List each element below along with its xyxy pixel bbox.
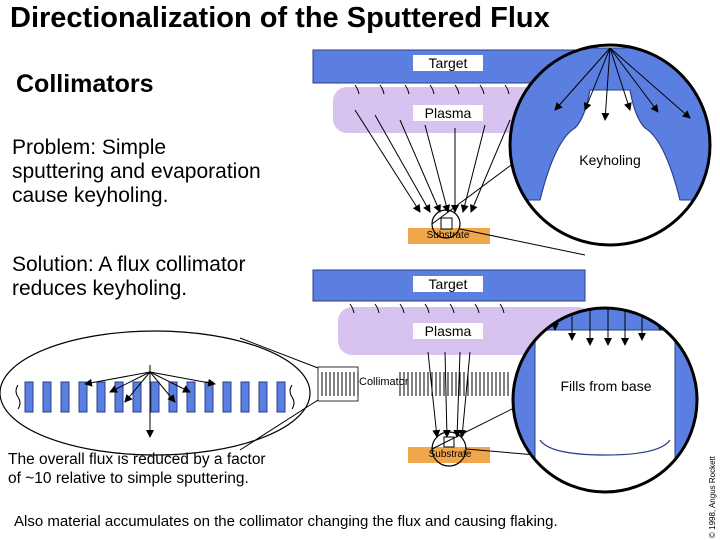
bottom-flux-arcs [349, 303, 505, 314]
solution-text: Solution: A flux collimator reduces keyh… [12, 253, 245, 301]
top-magnified-view [510, 45, 710, 245]
bottom-note: Also material accumulates on the collima… [14, 513, 558, 530]
section-subtitle: Collimators [16, 70, 154, 98]
bottom-plasma-label: Plasma [413, 323, 483, 339]
copyright-notice: © 1998, Angus Rockett [708, 456, 717, 538]
bottom-substrate-feature [443, 436, 455, 448]
bottom-magnified-circle [511, 306, 699, 494]
bottom-substrate [408, 447, 490, 463]
problem-text: Problem: Simple sputtering and evaporati… [12, 136, 261, 208]
keyholing-label: Keyholing [572, 152, 648, 168]
problem-line: cause keyholing. [12, 184, 169, 207]
top-magnified-circle [508, 43, 712, 247]
collimator-hatch [321, 372, 509, 396]
fills-from-base-label: Fills from base [550, 378, 662, 394]
problem-line: sputtering and evaporation [12, 160, 261, 183]
bottom-flux-arrows [427, 351, 471, 438]
top-target-label: Target [413, 55, 483, 71]
problem-line: Problem: Simple [12, 136, 167, 159]
collimator-closeup-ellipse [0, 330, 311, 456]
bottom-substrate-label: Substrate [428, 449, 472, 460]
top-substrate-label: Substrate [426, 230, 470, 241]
flux-note-line: The overall flux is reduced by a factor [8, 451, 266, 468]
flux-note-line: of ~10 relative to simple sputtering. [8, 470, 249, 487]
bottom-target-label: Target [413, 276, 483, 292]
solution-line: Solution: A flux collimator [12, 253, 246, 276]
top-flux-arcs [354, 84, 510, 95]
top-plasma-label: Plasma [413, 105, 483, 121]
collimator-label: Collimator [359, 376, 409, 388]
top-flux-arrows [354, 109, 511, 213]
collimator-closeup-arrows [84, 365, 216, 438]
top-substrate [408, 228, 490, 244]
flux-note: The overall flux is reduced by a factor … [8, 450, 266, 488]
top-substrate-feature [440, 217, 453, 230]
solution-line: reduces keyholing. [12, 277, 188, 300]
page-title: Directionalization of the Sputtered Flux [10, 2, 550, 34]
collimator-vanes [24, 381, 286, 413]
